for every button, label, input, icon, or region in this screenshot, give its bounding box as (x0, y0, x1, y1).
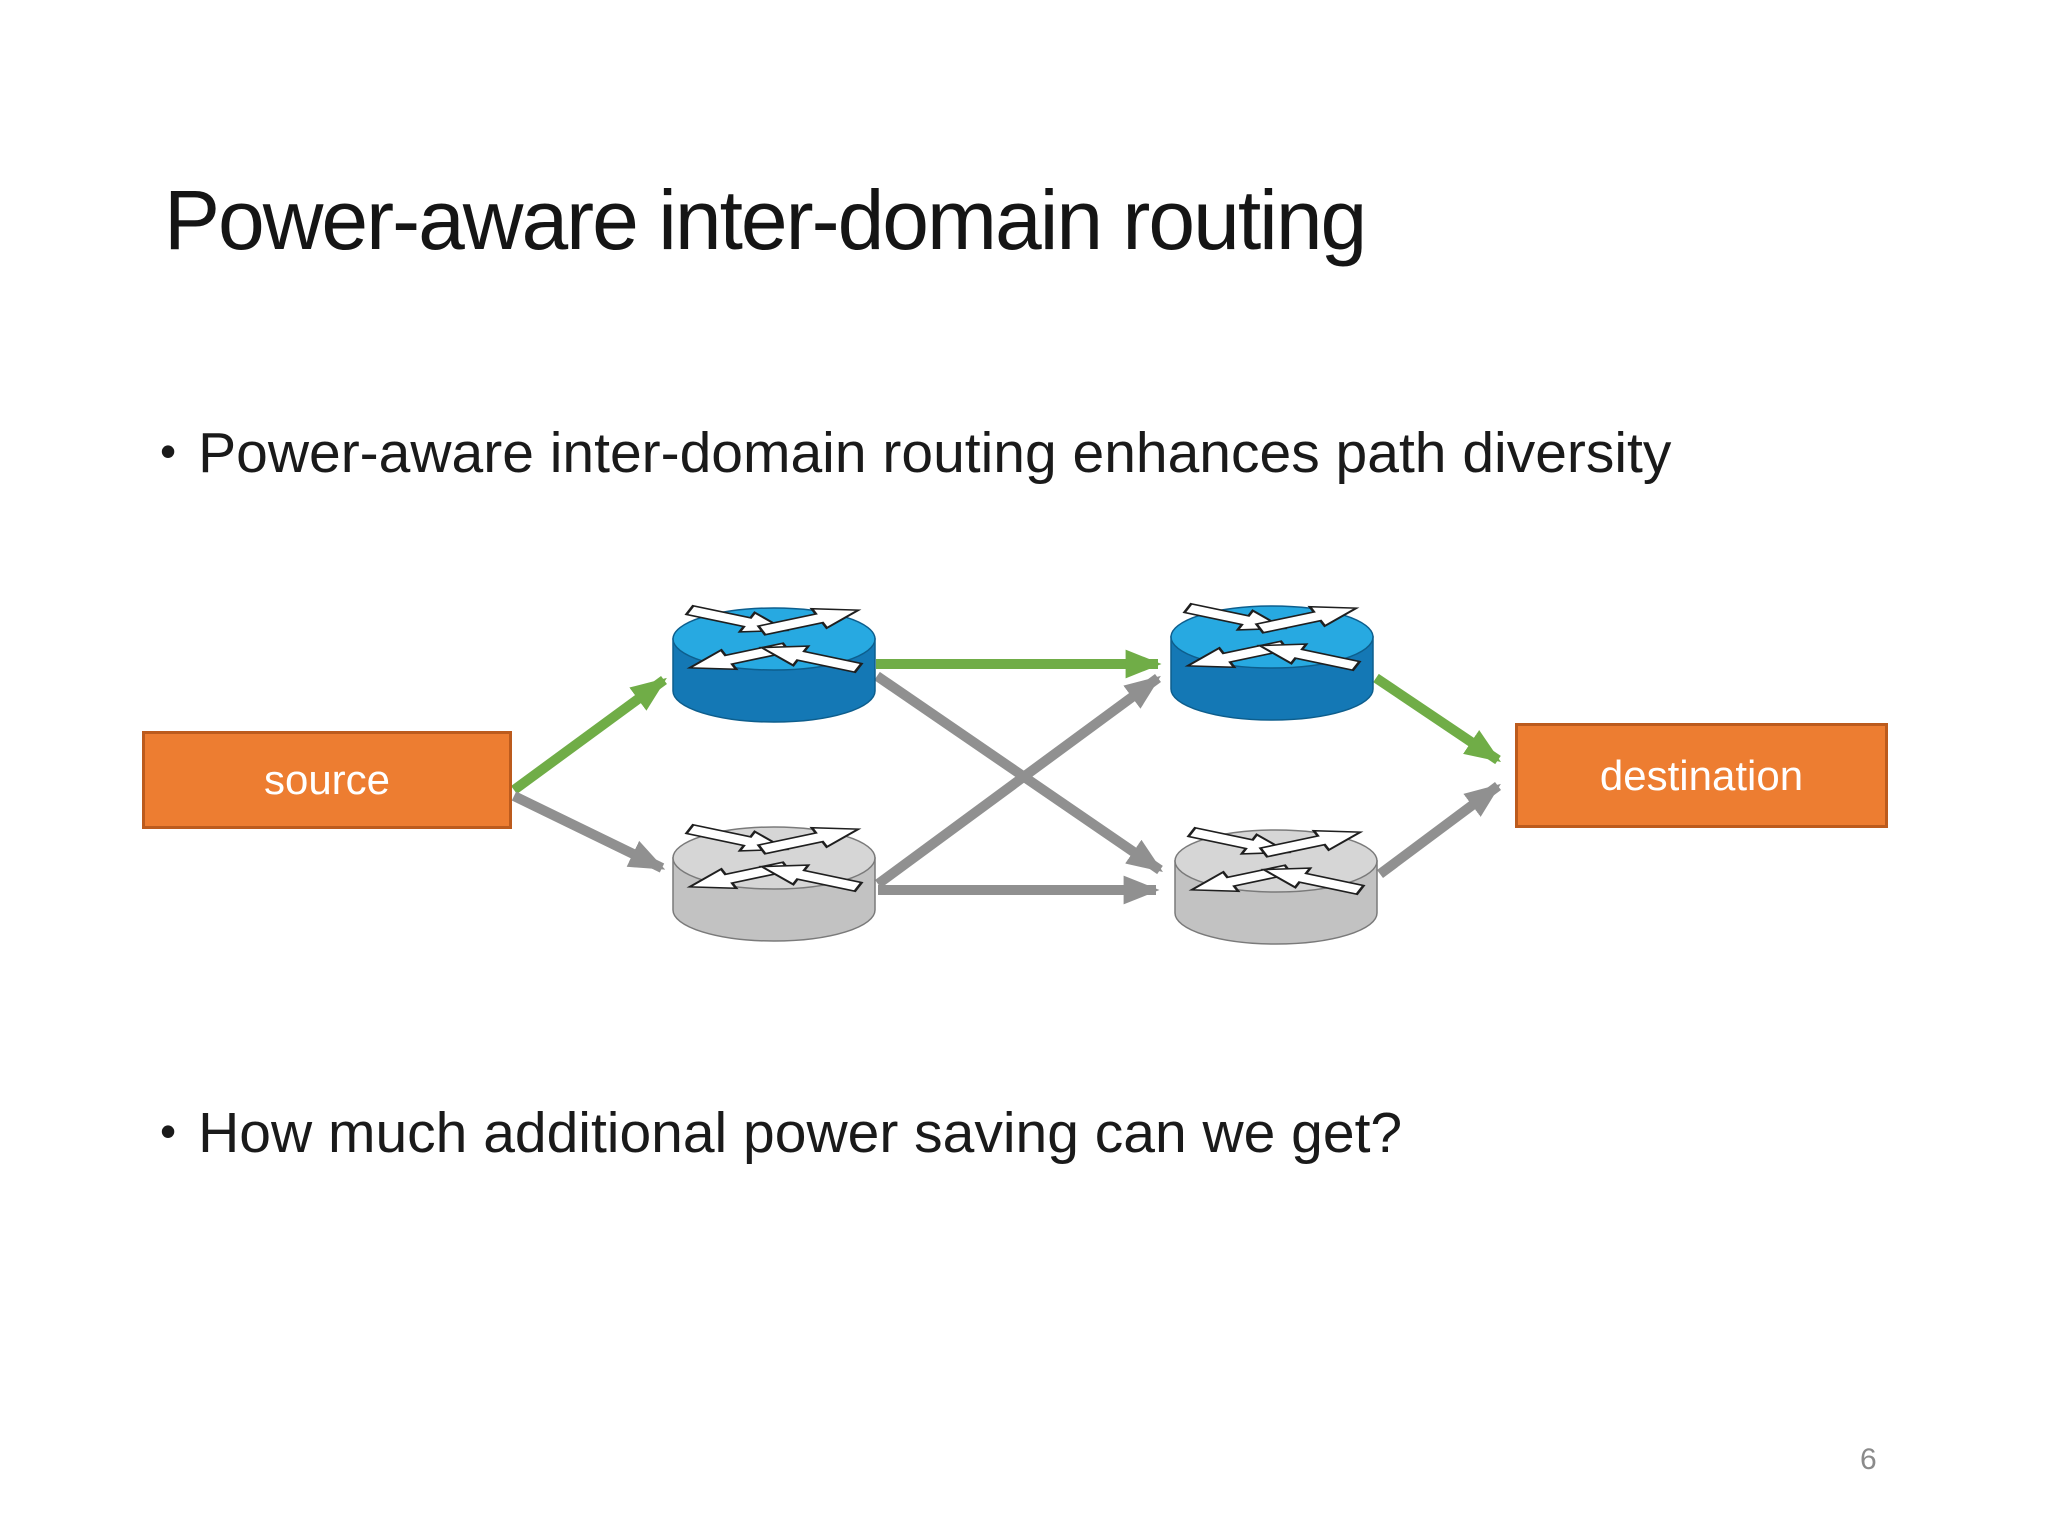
router-top-left-icon (673, 601, 875, 722)
gray-path-source-to-bottom-left-router (511, 791, 666, 873)
bullet-text: Power-aware inter-domain routing enhance… (198, 421, 1672, 485)
source-label: source (263, 756, 391, 803)
destination-node: destination (1515, 723, 1888, 828)
gray-path-top-left-to-bottom-right-router (874, 671, 1163, 875)
source-node: source (142, 731, 512, 829)
gray-path-bottom-left-to-top-right-router (875, 673, 1161, 889)
gray-path-bottom-right-router-to-destination (1377, 781, 1501, 879)
bullet-marker: • (160, 425, 177, 477)
page-number: 6 (1860, 1443, 1877, 1476)
bullet-item-power-saving: • How much additional power saving can w… (160, 1100, 1402, 1166)
green-path-top-right-router-to-destination (1373, 673, 1501, 765)
router-bottom-left-icon (673, 820, 875, 941)
destination-label: destination (1599, 751, 1804, 799)
router-top-right-icon (1171, 599, 1373, 720)
green-path-source-to-top-left-router (511, 675, 667, 795)
bullet-item-path-diversity: • Power-aware inter-domain routing enhan… (160, 420, 1671, 486)
bullet-marker: • (160, 1105, 177, 1157)
page-title: Power-aware inter-domain routing (164, 173, 1367, 267)
bullet-text: How much additional power saving can we … (198, 1101, 1403, 1165)
router-bottom-right-icon (1175, 823, 1377, 944)
